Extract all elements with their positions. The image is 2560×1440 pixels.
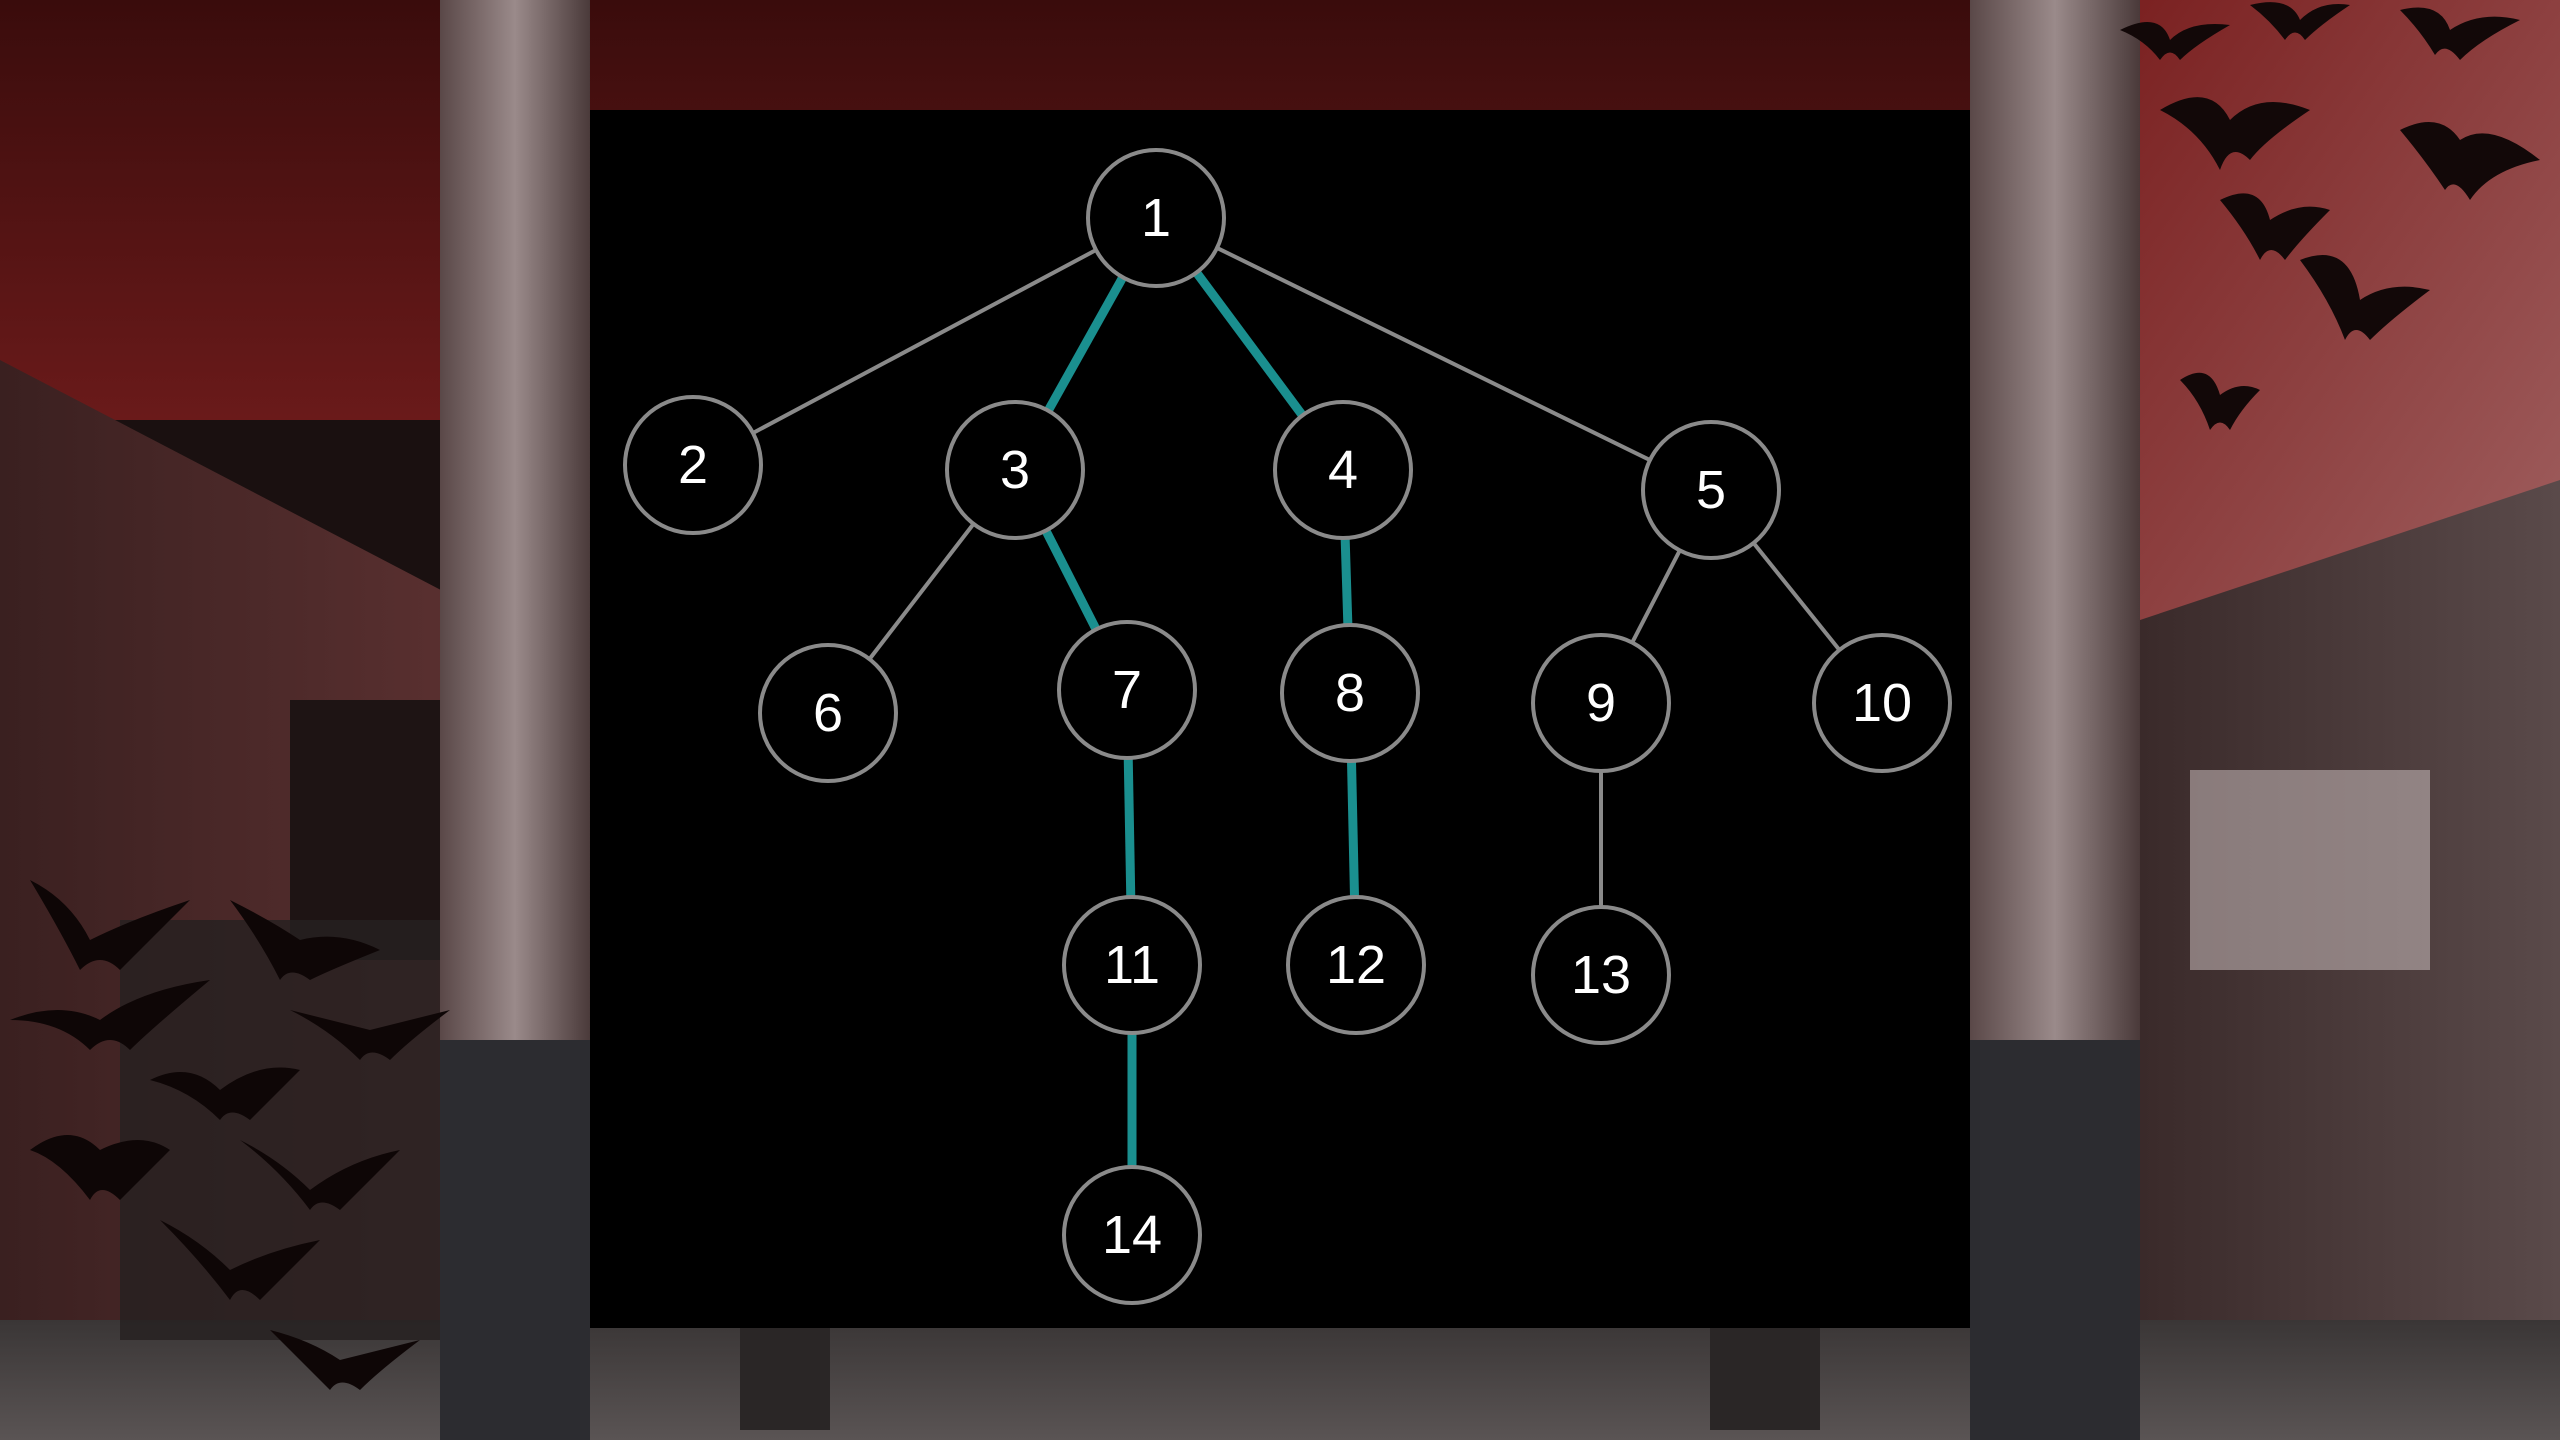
node-circle [1286, 895, 1426, 1035]
edge-1-3 [1044, 275, 1127, 413]
node-label: 9 [1586, 673, 1616, 733]
edge-5-10 [1752, 541, 1841, 652]
node-label: 6 [813, 683, 843, 743]
tree-node-4[interactable]: 4 [1273, 400, 1413, 540]
tree-node-13[interactable]: 13 [1531, 905, 1671, 1045]
node-label: 12 [1326, 935, 1386, 995]
node-circle [1057, 620, 1197, 760]
edge-3-7 [1041, 528, 1101, 632]
node-circle [1086, 148, 1226, 288]
node-circle [1531, 633, 1671, 773]
edge-7-11 [1123, 757, 1136, 898]
node-label: 13 [1571, 945, 1631, 1005]
edge-8-12 [1347, 760, 1359, 898]
node-circle [1062, 895, 1202, 1035]
bats-bottom-left [10, 880, 450, 1390]
edge-1-5 [1216, 246, 1651, 462]
node-label: 1 [1141, 188, 1171, 248]
node-circle [1531, 905, 1671, 1045]
node-label: 10 [1852, 673, 1912, 733]
node-circle [1812, 633, 1952, 773]
tree-node-3[interactable]: 3 [945, 400, 1085, 540]
node-label: 4 [1328, 440, 1358, 500]
node-label: 11 [1104, 935, 1160, 995]
edge-1-4 [1192, 269, 1307, 419]
edge-1-2 [752, 248, 1097, 435]
node-circle [1641, 420, 1781, 560]
node-label: 7 [1112, 660, 1142, 720]
node-label: 3 [1000, 440, 1030, 500]
node-circle [945, 400, 1085, 540]
node-circle [623, 395, 763, 535]
tree-node-5[interactable]: 5 [1641, 420, 1781, 560]
node-label: 8 [1335, 663, 1365, 723]
tree-node-8[interactable]: 8 [1280, 623, 1420, 763]
bats-top-right [2120, 2, 2540, 430]
tree-node-12[interactable]: 12 [1286, 895, 1426, 1035]
node-circle [1280, 623, 1420, 763]
node-circle [758, 643, 898, 783]
edge-4-8 [1340, 537, 1353, 626]
tree-node-1[interactable]: 1 [1086, 148, 1226, 288]
edge-3-6 [867, 522, 976, 661]
tree-node-7[interactable]: 7 [1057, 620, 1197, 760]
tree-node-6[interactable]: 6 [758, 643, 898, 783]
tree-node-2[interactable]: 2 [623, 395, 763, 535]
tree-node-10[interactable]: 10 [1812, 633, 1952, 773]
tree-node-11[interactable]: 11 [1062, 895, 1202, 1035]
node-label: 14 [1102, 1205, 1162, 1265]
edges-layer [752, 246, 1841, 1167]
tree-node-14[interactable]: 14 [1062, 1165, 1202, 1305]
node-label: 2 [678, 435, 708, 495]
node-circle [1273, 400, 1413, 540]
node-label: 5 [1696, 460, 1726, 520]
node-circle [1062, 1165, 1202, 1305]
edge-5-9 [1630, 549, 1682, 644]
tree-node-9[interactable]: 9 [1531, 633, 1671, 773]
